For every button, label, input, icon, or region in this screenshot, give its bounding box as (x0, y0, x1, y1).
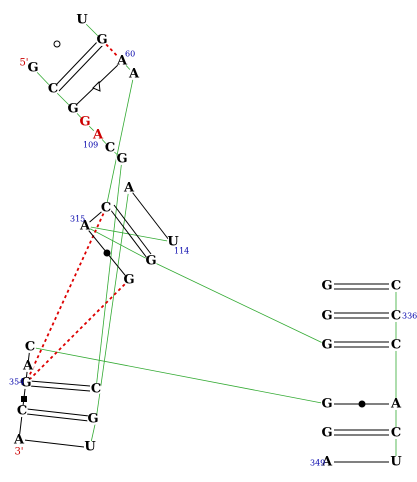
position-number: 109 (83, 141, 98, 150)
nucleotide: C (48, 82, 58, 97)
open-triangle-symbol (92, 80, 101, 92)
nucleotide: G (321, 309, 332, 324)
base-pair-line (54, 39, 100, 87)
interaction-line (95, 158, 123, 390)
base-pair-line (58, 44, 104, 92)
nucleotide: A (22, 359, 34, 374)
nucleotide: G (321, 338, 332, 353)
nucleotide: G (145, 254, 156, 269)
nucleotide: C (391, 426, 401, 441)
nucleotide: U (390, 455, 402, 470)
filled-circle-symbol (103, 249, 111, 257)
nucleotide: G (321, 426, 332, 441)
nucleotide: G (67, 102, 78, 117)
filled-square-symbol (21, 396, 27, 402)
nucleotide: A (390, 397, 402, 412)
backbone-lines (29, 19, 397, 462)
nucleotide: C (391, 279, 401, 294)
nucleotide: A (123, 181, 135, 196)
position-number: 60 (125, 50, 135, 59)
nucleotide: C (101, 201, 111, 216)
nucleotide: G (20, 376, 31, 391)
nucleotide: A (116, 54, 128, 69)
nucleotide: G (79, 115, 90, 130)
interaction-line (105, 73, 135, 209)
three-prime-label: 3' (14, 447, 23, 458)
nucleotide: U (84, 440, 96, 455)
position-number: 114 (174, 247, 189, 256)
nucleotides: U G G A A C G G A C G A C A U G G C A G … (13, 13, 402, 470)
nucleotide-halos (13, 14, 402, 468)
base-pair-line (26, 413, 90, 422)
open-circle-symbol (53, 40, 61, 48)
nucleotide: U (167, 235, 179, 250)
nucleotide: A (13, 433, 25, 448)
pair-symbols (21, 40, 366, 408)
interaction-line (150, 260, 328, 346)
nucleotide: G (321, 397, 332, 412)
nucleotide: A (128, 67, 140, 82)
nucleotide: C (105, 141, 115, 156)
position-number: 354 (9, 378, 24, 387)
nucleotide: C (391, 338, 401, 353)
dashed-lines (25, 39, 130, 384)
position-number: 349 (310, 459, 325, 468)
base-pair-line (128, 187, 170, 241)
dashed-interaction-line (25, 207, 107, 384)
five-prime-label: 5' (19, 58, 28, 69)
nucleotide: G (87, 412, 98, 427)
nucleotide: G (116, 152, 127, 167)
dashed-interaction-line (25, 279, 130, 384)
terminal-labels: 5' 3' (14, 58, 28, 458)
base-pair-line (23, 439, 85, 448)
nucleotide: C (25, 340, 35, 355)
base-pair-line (29, 380, 91, 387)
nucleotide: C (91, 382, 101, 397)
base-pair-line (109, 208, 148, 259)
base-pair-line (29, 385, 91, 392)
nucleotide: G (96, 33, 107, 48)
interaction-line (29, 346, 328, 405)
nucleotide: U (76, 13, 88, 28)
nucleotide: A (92, 128, 104, 143)
position-number: 336 (402, 312, 417, 321)
position-number: 315 (70, 215, 85, 224)
nucleotide: A (79, 219, 91, 234)
position-numbers: 60 109 315 114 354 336 349 (9, 50, 417, 468)
nucleotide: C (391, 309, 401, 324)
base-pair-line (113, 204, 152, 255)
nucleotide: A (321, 455, 333, 470)
filled-circle-symbol (358, 400, 366, 408)
nucleotide: G (321, 279, 332, 294)
nucleotide: G (27, 61, 38, 76)
nucleotide: C (17, 404, 27, 419)
nucleotide: G (123, 273, 134, 288)
base-pair-line (26, 408, 90, 417)
